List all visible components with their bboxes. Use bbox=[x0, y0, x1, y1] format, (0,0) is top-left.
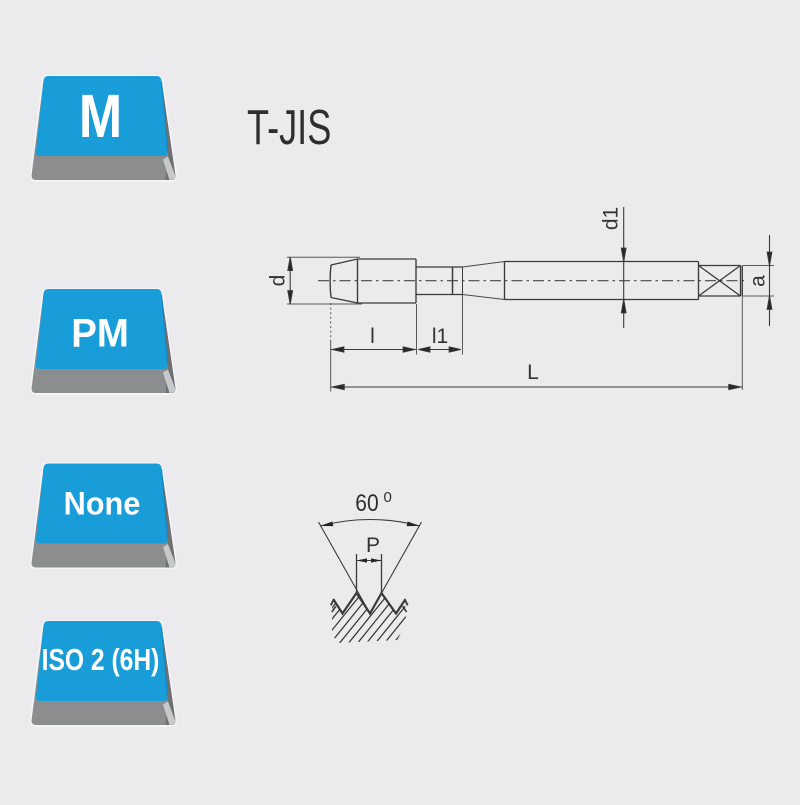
svg-text:l1: l1 bbox=[432, 325, 448, 348]
svg-text:T-JIS: T-JIS bbox=[247, 101, 331, 156]
svg-text:PM: PM bbox=[71, 312, 129, 356]
svg-text:l: l bbox=[370, 325, 375, 348]
svg-text:M: M bbox=[79, 82, 122, 151]
svg-text:d1: d1 bbox=[600, 207, 623, 230]
svg-text:ISO 2 (6H): ISO 2 (6H) bbox=[42, 642, 160, 676]
svg-text:0: 0 bbox=[384, 489, 392, 506]
svg-text:None: None bbox=[64, 486, 141, 522]
svg-text:d: d bbox=[267, 275, 290, 287]
svg-text:P: P bbox=[366, 534, 380, 557]
svg-text:60: 60 bbox=[355, 488, 378, 516]
svg-text:L: L bbox=[527, 361, 539, 384]
svg-text:a: a bbox=[747, 275, 770, 287]
